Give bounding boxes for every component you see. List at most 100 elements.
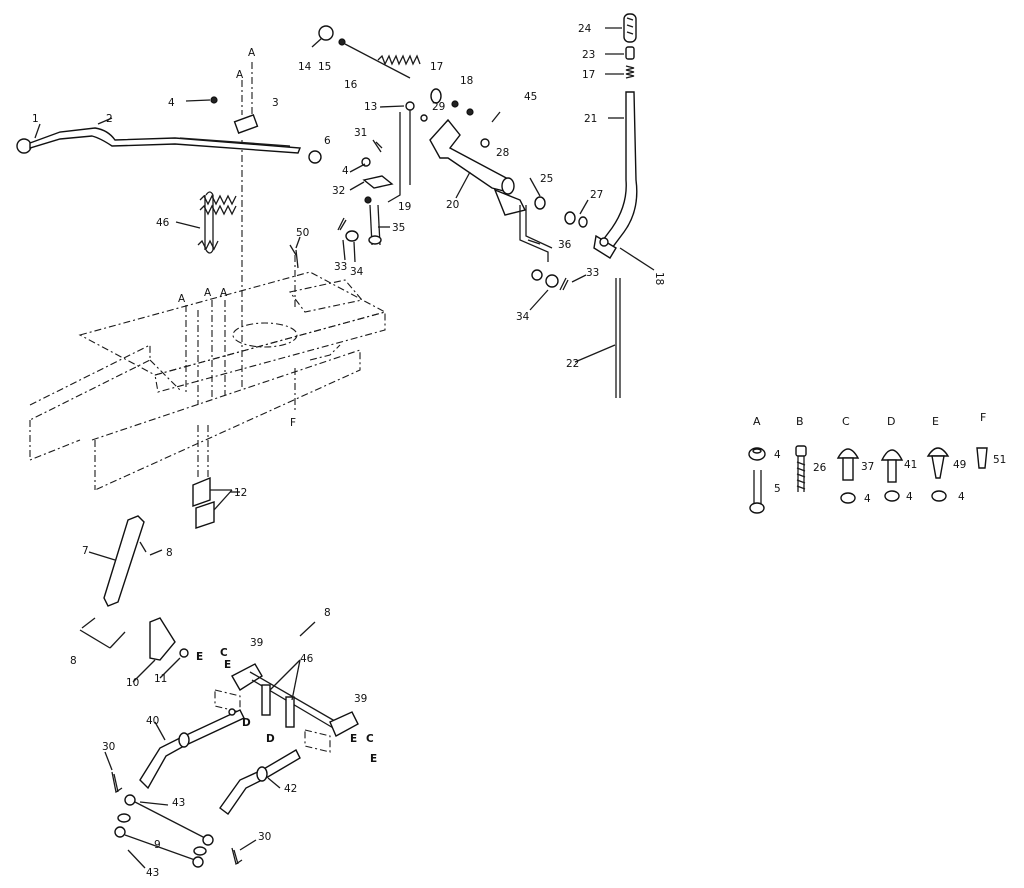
callout-A: A xyxy=(236,69,244,81)
callout-11: 11 xyxy=(154,673,167,685)
leader-lines xyxy=(34,27,655,869)
callout-9: 9 xyxy=(154,839,161,851)
lever-10 xyxy=(149,617,189,661)
links-9-43 xyxy=(114,794,214,868)
callout-32: 32 xyxy=(332,185,345,197)
legend-header-c: C xyxy=(842,415,850,428)
callout-A: A xyxy=(178,293,186,305)
callout-39: 39 xyxy=(250,637,263,649)
bracket-13 xyxy=(361,101,428,204)
callout-E: E xyxy=(196,651,203,663)
callout-33: 33 xyxy=(334,261,347,273)
bracket-12 xyxy=(192,476,233,529)
callout-E: E xyxy=(370,753,377,765)
callout-4: 4 xyxy=(168,97,175,109)
callout-A: A xyxy=(248,47,256,59)
callout-A: A xyxy=(204,287,212,299)
callout-10: 10 xyxy=(126,677,139,689)
callout-28: 28 xyxy=(496,147,509,159)
pins-8 xyxy=(79,617,316,649)
legend-label-4: 4 xyxy=(864,493,871,505)
callout-8: 8 xyxy=(166,547,173,559)
callout-D: D xyxy=(266,733,275,745)
callout-34: 34 xyxy=(516,311,530,323)
callout-25: 25 xyxy=(540,173,553,185)
legend-header-f: F xyxy=(980,411,986,424)
callout-21: 21 xyxy=(584,113,597,125)
legend-label-4: 4 xyxy=(958,491,965,503)
callout-labels: 1 2 3 4 4 6 A A 46 14 15 16 17 18 13 29 … xyxy=(32,23,665,879)
callout-8: 8 xyxy=(324,607,331,619)
legend-label-5: 5 xyxy=(774,483,781,495)
callout-12: 12 xyxy=(234,487,247,499)
legend-header-b: B xyxy=(796,415,804,428)
lift-handle xyxy=(16,96,322,164)
legend-header-d: D xyxy=(887,415,895,428)
lever-20 xyxy=(429,118,527,216)
clevis-35 xyxy=(337,204,382,246)
shaft-assembly xyxy=(214,663,359,753)
callout-F: F xyxy=(290,417,296,429)
callout-E: E xyxy=(224,659,231,671)
callout-43: 43 xyxy=(172,797,185,809)
legend-header-a: A xyxy=(753,415,761,428)
callout-22: 22 xyxy=(566,358,579,370)
callout-46: 46 xyxy=(156,217,170,229)
callout-E: E xyxy=(350,733,357,745)
legend-label-41: 41 xyxy=(904,459,917,471)
callout-4: 4 xyxy=(342,165,349,177)
callout-1: 1 xyxy=(32,113,39,125)
callout-18: 18 xyxy=(653,272,665,285)
callout-16: 16 xyxy=(344,79,358,91)
callout-45: 45 xyxy=(524,91,537,103)
callout-8: 8 xyxy=(70,655,77,667)
reference-lines xyxy=(185,62,296,480)
lever-42 xyxy=(219,749,301,815)
callout-15: 15 xyxy=(318,61,331,73)
legend-label-49: 49 xyxy=(953,459,966,471)
callout-C: C xyxy=(220,647,228,659)
callout-33: 33 xyxy=(586,267,599,279)
callout-A: A xyxy=(220,287,228,299)
callout-D: D xyxy=(242,717,251,729)
callout-13: 13 xyxy=(364,101,377,113)
callout-42: 42 xyxy=(284,783,297,795)
callout-29: 29 xyxy=(432,101,445,113)
callout-3: 3 xyxy=(272,97,279,109)
callout-17: 17 xyxy=(582,69,595,81)
callout-17: 17 xyxy=(430,61,443,73)
callout-18: 18 xyxy=(460,75,473,87)
legend-label-37: 37 xyxy=(861,461,874,473)
hardware-legend: A B C D E F 4 5 26 37 4 41 xyxy=(748,411,1006,514)
callout-46: 46 xyxy=(300,653,314,665)
callout-40: 40 xyxy=(146,715,159,727)
lever-40 xyxy=(139,708,245,790)
control-rod xyxy=(318,25,501,123)
spring-46-left xyxy=(197,191,237,254)
rod-7 xyxy=(103,515,147,607)
callout-7: 7 xyxy=(82,545,89,557)
callout-30: 30 xyxy=(102,741,115,753)
callout-36: 36 xyxy=(558,239,572,251)
legend-label-4: 4 xyxy=(774,449,781,461)
callout-39: 39 xyxy=(354,693,367,705)
callout-20: 20 xyxy=(446,199,459,211)
pin-50 xyxy=(289,244,299,269)
callout-35: 35 xyxy=(392,222,405,234)
rod-22 xyxy=(615,278,621,398)
clips-30 xyxy=(111,771,243,866)
frame-outline xyxy=(29,271,387,491)
callout-50: 50 xyxy=(296,227,309,239)
handle-21 xyxy=(593,91,638,259)
bushing-25 xyxy=(534,196,588,228)
callout-C: C xyxy=(366,733,374,745)
callout-30: 30 xyxy=(258,831,271,843)
rod-36 xyxy=(519,205,569,291)
callout-43: 43 xyxy=(146,867,159,879)
callout-23: 23 xyxy=(582,49,595,61)
callout-24: 24 xyxy=(578,23,592,35)
callout-6: 6 xyxy=(324,135,331,147)
legend-header-e: E xyxy=(932,415,939,428)
callout-19: 19 xyxy=(398,201,411,213)
